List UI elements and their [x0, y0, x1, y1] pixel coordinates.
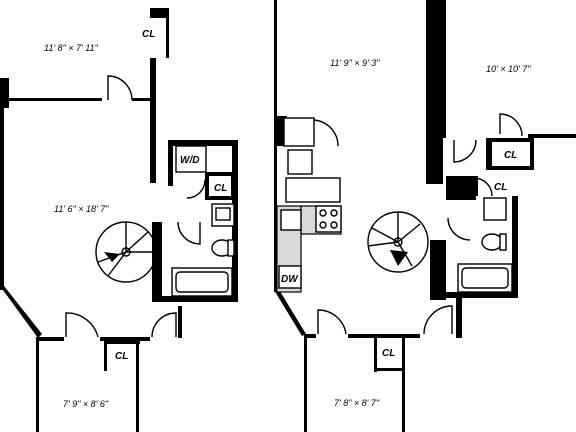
left-wall-wd [168, 140, 238, 146]
left-wall-bottom-mid [100, 337, 150, 341]
right-wall-bath-top [446, 176, 476, 200]
left-door-bedroom-top [107, 75, 133, 101]
left-wall-bath-west [152, 222, 162, 302]
right-closet-bath-label: CL [494, 182, 507, 193]
right-wall-closet-bottom-2 [374, 368, 404, 371]
left-tub-inner [175, 271, 229, 293]
right-door-bedroom-bottom [317, 309, 347, 335]
right-wall-bottom-mid [348, 334, 420, 338]
right-wall-bath-west [430, 240, 446, 300]
left-door-closet-bottom [151, 312, 177, 338]
left-sink-basin [215, 207, 231, 221]
left-spiral-stair [95, 221, 157, 283]
right-door-bedroom-top [499, 113, 523, 137]
right-cl-inner [492, 142, 530, 166]
left-unit: 11' 8" × 7' 11" 11' 6" × 18' 7" 7' 9" × … [0, 8, 238, 432]
right-wall-closet-bottom [374, 338, 377, 372]
right-closet-bottom-label: CL [382, 348, 395, 359]
right-wall-angle [274, 288, 306, 336]
right-door-kitchen [311, 119, 339, 147]
right-wall-bedroom-east [402, 334, 405, 432]
left-wall-closet-bottom [104, 341, 140, 344]
right-tub-inner [461, 267, 509, 289]
right-wall-bedroom-bottom [528, 134, 576, 138]
left-door-bath [177, 221, 201, 245]
left-wall-core [150, 58, 156, 183]
left-living-label: 11' 6" × 18' 7" [54, 204, 109, 214]
right-door-closet [453, 139, 477, 163]
left-wall-bedroom-divider [4, 98, 102, 101]
left-closet-bath-label: CL [214, 183, 227, 194]
right-spiral-stair [367, 211, 429, 273]
left-wall-angle [0, 286, 42, 338]
left-wall-closet-bottom-side [104, 341, 107, 371]
left-wall-west [0, 100, 4, 290]
left-wall-wd-east [232, 140, 238, 302]
left-wall-bath-bottom [162, 296, 238, 302]
left-wall-bedroom-divider-2 [132, 98, 152, 101]
right-unit: 11' 9" × 9' 3" 10' × 10' 7" 7' 8" × 8' 7… [274, 0, 576, 432]
right-wall-bedroom-west [304, 334, 307, 432]
right-toilet [481, 233, 503, 251]
right-closet-top-label: CL [429, 20, 442, 31]
right-bedroom-top-right-label: 10' × 10' 7" [486, 64, 531, 74]
left-closet-bottom-label: CL [115, 351, 128, 362]
left-wall-west-upper [0, 78, 9, 108]
left-wall-bottom-left [36, 337, 64, 341]
left-closet-top-label: CL [142, 29, 155, 40]
right-wall-core [426, 0, 443, 184]
left-toilet-tank [227, 239, 235, 257]
right-wall-lower [456, 298, 462, 338]
left-wall-closet-2 [166, 8, 169, 58]
left-door-bedroom-bottom [65, 312, 99, 338]
right-kitchen-basin [287, 149, 313, 175]
left-wd-label: W/D [180, 155, 199, 166]
left-door-wd [186, 179, 206, 199]
right-living-label: 11' 9" × 9' 3" [330, 58, 380, 68]
right-stove [315, 205, 342, 233]
right-kitchen-counter-2 [285, 177, 341, 203]
right-kitchen-sink [280, 209, 302, 231]
left-washer-dryer [175, 145, 207, 173]
right-wall-bath-east [472, 176, 478, 196]
right-wall-bath-bottom [430, 292, 516, 298]
right-wall-west [274, 0, 277, 292]
right-wall-divider [443, 0, 446, 138]
right-bedroom-bottom-label: 7' 8" × 8' 7" [334, 398, 380, 408]
right-closet-right-label: CL [504, 150, 517, 161]
left-bedroom-bottom-label: 7' 9" × 8' 6" [63, 399, 109, 409]
right-dw-label: DW [281, 274, 299, 285]
right-dishwasher [278, 265, 302, 289]
right-fridge [283, 117, 315, 147]
right-wall-kitchen-top [277, 116, 287, 146]
left-wall-wd-side [168, 146, 173, 186]
left-wall-bottom-east [178, 306, 182, 338]
left-wall-closet [150, 8, 166, 18]
right-wall-bath-east-2 [512, 196, 518, 298]
right-toilet-tank [499, 233, 507, 251]
left-bedroom-top-label: 11' 8" × 7' 11" [44, 43, 99, 53]
right-wall-bottom-left [304, 334, 316, 338]
right-door-cl2 [473, 177, 493, 197]
right-sink [483, 197, 507, 221]
right-door-closet-bottom [423, 305, 453, 335]
right-door-bath [447, 217, 471, 241]
left-cl-bath-inner [209, 176, 231, 196]
left-wall-bedroom-east [136, 337, 139, 432]
left-wall-bedroom-west [36, 337, 39, 432]
